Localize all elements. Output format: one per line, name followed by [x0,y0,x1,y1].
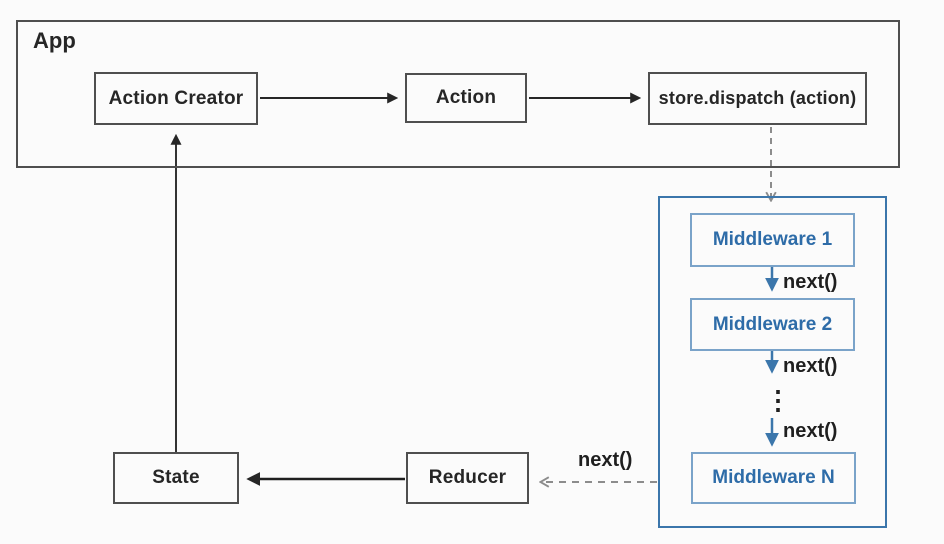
next-label-before-mwn: next() [783,420,838,442]
next-label-after-mw2: next() [783,355,838,377]
action-box: Action [405,73,527,123]
next-label-after-mw1: next() [783,271,838,293]
middleware-1-box: Middleware 1 [690,213,855,267]
middleware-ellipsis: ⋮ [765,385,791,415]
action-creator-box: Action Creator [94,72,258,125]
reducer-box: Reducer [406,452,529,504]
store-dispatch-box: store.dispatch (action) [648,72,867,125]
middleware-2-box: Middleware 2 [690,298,855,351]
app-container [16,20,900,168]
middleware-n-box: Middleware N [691,452,856,504]
app-label: App [33,28,76,53]
next-label-to-reducer: next() [578,449,633,471]
middleware-container [658,196,887,528]
state-box: State [113,452,239,504]
